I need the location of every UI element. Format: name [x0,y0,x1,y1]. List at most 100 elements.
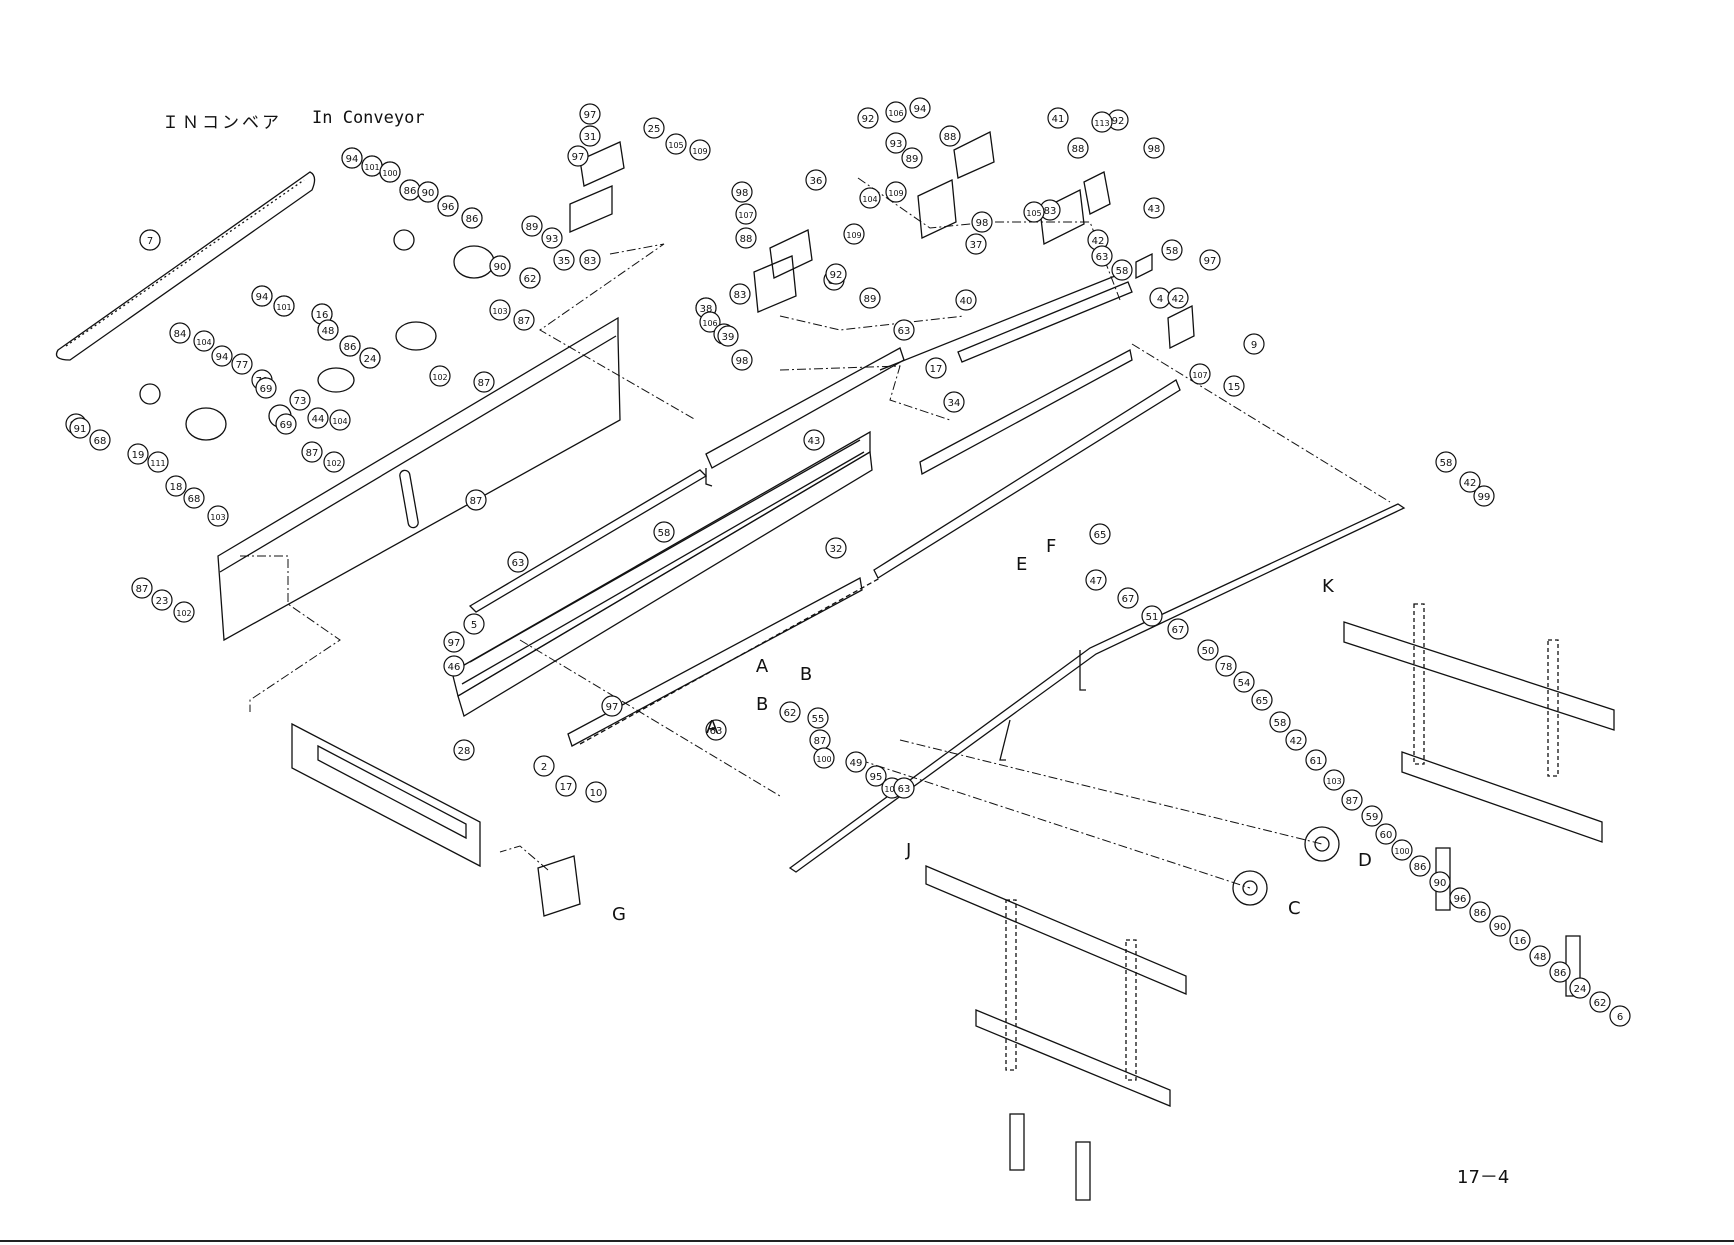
part-callout: 63 [893,777,915,799]
callout-circle [339,335,361,357]
callout-number: 42 [1092,236,1105,247]
part-callout: 94 [211,345,233,367]
leg-plate-16k [1401,751,1603,843]
part-callout: 97 [579,103,601,125]
callout-number: 101 [276,303,291,312]
plate-15 [957,281,1133,363]
part-callout: 60 [1375,823,1397,845]
part-callout: 44 [307,407,329,429]
callout-circle [1233,671,1255,693]
callout-number: 32 [830,544,843,555]
part-callout: 103 [1323,769,1345,791]
callout-number: 107 [738,211,753,220]
part-callout: 93 [885,132,907,154]
part-callout: 83 [579,249,601,271]
part-callout: 67 [1167,618,1189,640]
callout-circle [893,319,915,341]
part-callout: 86 [399,179,421,201]
callout-circle [251,285,273,307]
callout-number: 89 [906,154,919,165]
part-callout: 77 [231,353,253,375]
frame-slot [399,469,419,529]
leg-axis-j2 [1125,939,1137,1081]
callout-number: 109 [692,147,707,156]
bottom-bar-61 [291,722,481,868]
callout-circle [845,751,867,773]
callout-circle [1569,977,1591,999]
belt-teeth [65,179,305,347]
part-callout: 39 [717,325,739,347]
part-callout: 28 [453,739,475,761]
callout-number: 6 [1617,1012,1623,1023]
part-callout: 69 [275,413,297,435]
part-callout: 105 [1023,201,1045,223]
part-callout: 48 [1529,945,1551,967]
callout-number: 89 [526,222,539,233]
part-callout: 87 [809,729,831,751]
part-callout: 109 [885,181,907,203]
callout-circle [151,589,173,611]
callout-circle [1429,871,1451,893]
callout-circle [275,413,297,435]
callout-number: 54 [1238,678,1251,689]
callout-number: 92 [862,114,875,125]
callout-number: 98 [1148,144,1161,155]
callout-circle [579,103,601,125]
crossbar-4 [919,349,1133,476]
flange-71 [395,321,437,351]
callout-circle [813,747,835,769]
part-callout: 9 [1243,333,1265,355]
leg-post-24-b [1075,1141,1091,1201]
rail-2-face [457,450,873,717]
callout-circle [925,357,947,379]
callout-circle [1469,901,1491,923]
callout-number: 101 [364,163,379,172]
part-callout: 92 [825,263,847,285]
part-callout: 104 [859,187,881,209]
callout-circle [735,227,757,249]
callout-number: 86 [344,342,357,353]
part-callout: 50 [1197,639,1219,661]
bracket-35 [579,141,625,187]
callout-number: 42 [1172,294,1185,305]
part-callout: 106 [885,101,907,123]
part-callout: 58 [653,521,675,543]
callout-number: 97 [606,702,619,713]
callout-number: 87 [470,496,483,507]
part-callout: 18 [165,475,187,497]
part-callout: 43 [1143,197,1165,219]
callout-circle [805,169,827,191]
callout-circle [461,207,483,229]
callout-circle [601,695,623,717]
callout-number: 50 [1202,646,1215,657]
callout-number: 94 [346,154,359,165]
part-callout: 87 [131,577,153,599]
callout-circle [653,521,675,543]
callout-number: 92 [1112,116,1125,127]
callout-number: 61 [1310,756,1323,767]
callout-number: 83 [584,256,597,267]
part-callout: 89 [521,215,543,237]
callout-number: 91 [74,424,87,435]
part-callout: 97 [443,631,465,653]
part-callout: 58 [1161,239,1183,261]
callout-number: 55 [812,714,825,725]
callout-number: 17 [560,782,573,793]
callout-number: 98 [736,188,749,199]
part-callout: 98 [731,181,753,203]
callout-circle [1143,137,1165,159]
callout-number: 48 [322,326,335,337]
leg-post-24-a [1009,1113,1025,1171]
callout-circle [803,429,825,451]
side-rod-65 [788,503,1406,873]
callout-number: 16 [1514,936,1527,947]
callout-number: 73 [294,396,307,407]
callout-circle [521,215,543,237]
callout-number: 67 [1122,594,1135,605]
part-callout: 103 [207,505,229,527]
leg-plate-7 [1343,621,1615,731]
bottom-bar-slot [317,744,467,840]
part-callout: 98 [971,211,993,233]
callout-circle [1223,375,1245,397]
callout-number: 47 [1090,576,1103,587]
